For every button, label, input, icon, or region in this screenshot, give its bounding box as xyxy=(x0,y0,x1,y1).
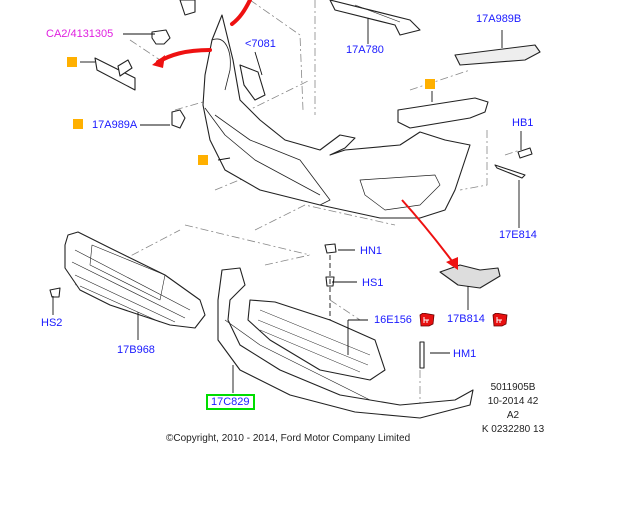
red-note-icon[interactable] xyxy=(492,313,508,327)
part-hs2 xyxy=(49,287,61,298)
part-ca2-sensor xyxy=(151,29,171,45)
part-label-17a989a[interactable]: 17A989A xyxy=(92,119,138,131)
orange-square-marker-icon[interactable] xyxy=(73,119,83,129)
part-label-16e156[interactable]: 16E156 xyxy=(374,314,412,326)
red-arrow-icon xyxy=(401,199,456,266)
red-note-icon[interactable] xyxy=(419,313,435,327)
part-17a989b xyxy=(454,44,541,66)
drawing-info-block: 5011905B 10-2014 42 A2 K 0232280 13 xyxy=(458,381,568,437)
drawing-code: K 0232280 13 xyxy=(481,424,545,435)
part-label-17a780[interactable]: 17A780 xyxy=(346,44,384,56)
part-hm1 xyxy=(419,341,425,369)
part-label-17b968[interactable]: 17B968 xyxy=(117,344,155,356)
part-label-17b814[interactable]: 17B814 xyxy=(447,313,485,325)
drawing-date: 10-2014 42 xyxy=(487,396,539,407)
part-label-17a989b[interactable]: 17A989B xyxy=(476,13,522,25)
part-label-ca2-4131305[interactable]: CA2/4131305 xyxy=(46,28,114,40)
part-label-hb1[interactable]: HB1 xyxy=(512,117,534,129)
part-17c829 xyxy=(217,267,474,419)
part-17b968 xyxy=(64,231,206,329)
drawing-number: 5011905B xyxy=(490,382,536,393)
drawing-revision: A2 xyxy=(506,410,520,421)
leader-lines xyxy=(52,18,522,393)
part-label-17e814[interactable]: 17E814 xyxy=(499,229,537,241)
part-17b814 xyxy=(439,264,501,289)
part-bumper-cover xyxy=(202,14,471,219)
arrow-head-icon xyxy=(152,55,165,68)
part-label-7081[interactable]: <7081 xyxy=(245,38,276,50)
part-label-hm1[interactable]: HM1 xyxy=(453,348,477,360)
part-label-hn1[interactable]: HN1 xyxy=(360,245,383,257)
orange-square-marker-icon[interactable] xyxy=(67,57,77,67)
part-hn1 xyxy=(324,243,337,254)
part-top-clip xyxy=(179,0,196,16)
orange-square-marker-icon[interactable] xyxy=(198,155,208,165)
part-label-hs1[interactable]: HS1 xyxy=(362,277,384,289)
part-17a780 xyxy=(329,0,421,36)
copyright-text: ©Copyright, 2010 - 2014, Ford Motor Comp… xyxy=(166,433,411,444)
red-curved-arrow-icon xyxy=(156,0,252,64)
orange-square-marker-icon[interactable] xyxy=(425,79,435,89)
part-16e156 xyxy=(247,299,386,381)
part-label-17c829-selected[interactable]: 17C829 xyxy=(206,394,255,410)
part-label-hs2[interactable]: HS2 xyxy=(41,317,63,329)
